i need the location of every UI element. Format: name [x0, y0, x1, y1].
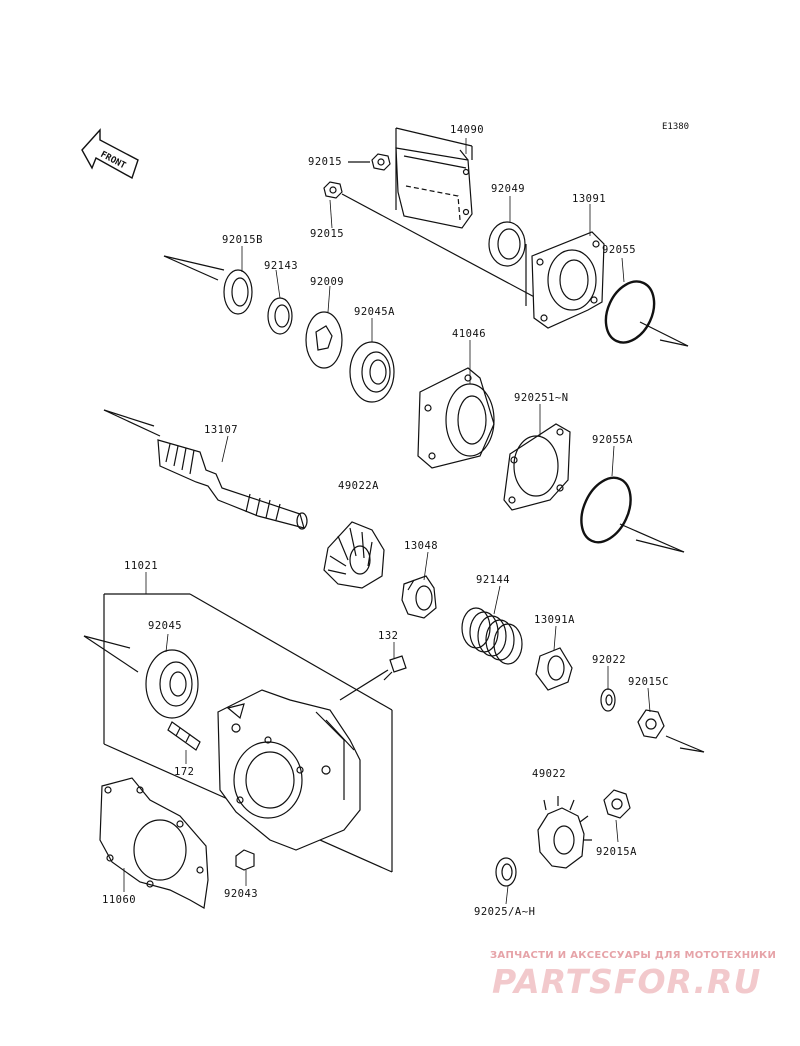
shim-92025-A-H [495, 857, 517, 887]
label-11021: 11021 [124, 560, 159, 572]
label-13091: 13091 [572, 193, 607, 205]
watermark-tagline: ЗАПЧАСТИ И АКСЕССУАРЫ ДЛЯ МОТОТЕХНИКИ [490, 950, 777, 961]
gasket-11060 [99, 777, 209, 909]
collar-13091A [535, 647, 573, 691]
nut-92015C [637, 709, 705, 753]
nut-92015B [223, 269, 253, 315]
label-92022: 92022 [592, 654, 627, 666]
label-92015A: 92015A [596, 846, 637, 858]
label-11060: 11060 [102, 894, 137, 906]
label-132: 132 [378, 630, 399, 642]
label-13091A: 13091A [534, 614, 575, 626]
washer-92022 [600, 688, 616, 712]
diagram-code: E1380 [662, 122, 690, 132]
label-92015B: 92015B [222, 234, 263, 246]
nut-92015-top [348, 153, 391, 171]
label-92025-A-H: 92025/A~H [474, 906, 536, 918]
label-92049: 92049 [491, 183, 526, 195]
shaft-13107 [103, 409, 308, 530]
label-13048: 13048 [404, 540, 439, 552]
dowel-92043 [235, 849, 255, 871]
hub-13048 [401, 575, 437, 619]
bearing-92045 [83, 635, 199, 719]
label-172: 172 [174, 766, 195, 778]
label-92144: 92144 [476, 574, 511, 586]
label-92055A: 92055A [592, 434, 633, 446]
label-49022A: 49022A [338, 480, 379, 492]
pin-172 [167, 721, 201, 751]
label-92015-top: 92015 [308, 156, 343, 168]
washer-92009 [305, 311, 343, 369]
oil-seal-92049 [488, 221, 526, 267]
o-ring-92055A [580, 476, 685, 553]
spring-92144 [461, 607, 523, 665]
gasket-920251-N [503, 423, 571, 511]
label-92045A: 92045A [354, 306, 395, 318]
housing-13091 [525, 231, 605, 329]
label-92015C: 92015C [628, 676, 669, 688]
label-14090: 14090 [450, 124, 485, 136]
nut-92015 [323, 181, 541, 301]
o-ring-92055 [604, 280, 689, 347]
front-arrow-icon: FRONT [81, 128, 139, 180]
gear-49022 [537, 796, 592, 869]
gear-case [217, 689, 361, 851]
bevel-gear-49022A [323, 521, 385, 589]
watermark-brand: PARTSFOR.RU [492, 962, 762, 1001]
label-41046: 41046 [452, 328, 487, 340]
housing-41046 [417, 367, 495, 469]
label-13107: 13107 [204, 424, 239, 436]
label-49022: 49022 [532, 768, 567, 780]
bearing-92045A [349, 341, 395, 403]
label-92015: 92015 [310, 228, 345, 240]
label-92043: 92043 [224, 888, 259, 900]
collar-92143 [267, 297, 293, 335]
bracket-14090 [395, 127, 473, 229]
label-92055: 92055 [602, 244, 637, 256]
bolt-132 [339, 655, 407, 701]
label-92045: 92045 [148, 620, 183, 632]
label-92143: 92143 [264, 260, 299, 272]
nut-92015A [603, 789, 631, 819]
label-92009: 92009 [310, 276, 345, 288]
label-920251-N: 920251~N [514, 392, 569, 404]
